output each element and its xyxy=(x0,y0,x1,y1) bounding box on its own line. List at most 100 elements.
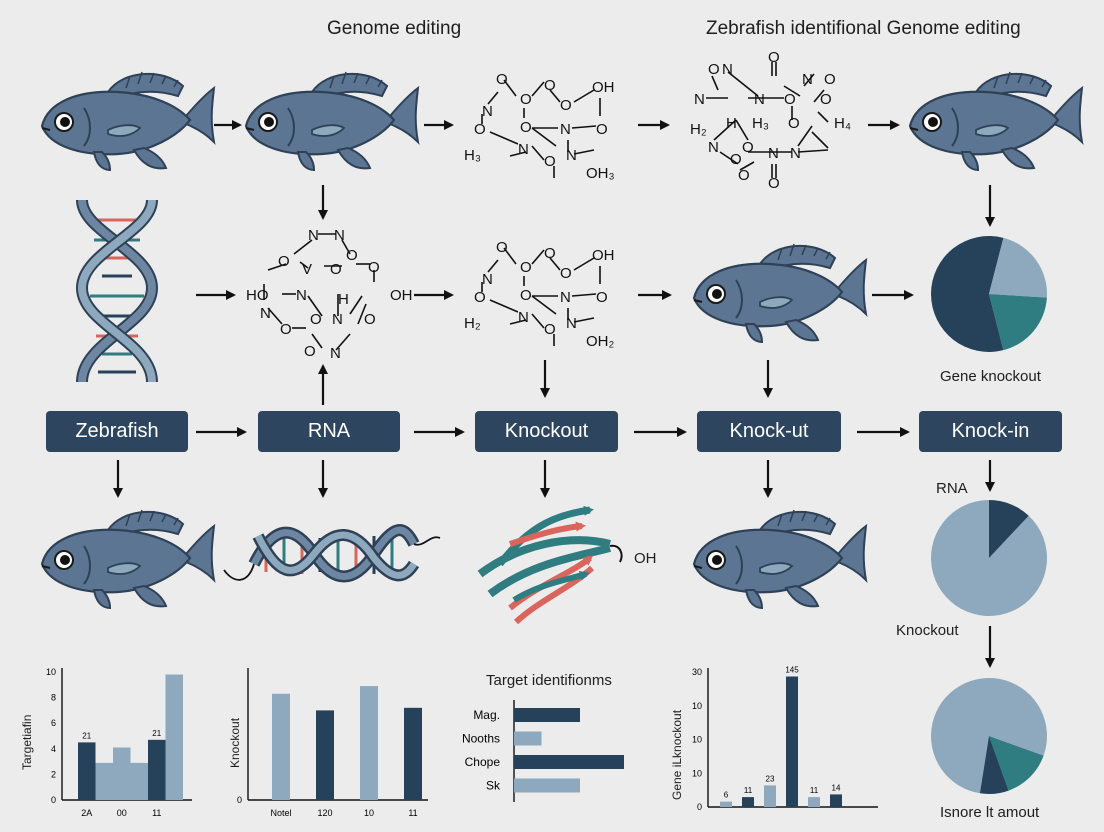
svg-text:O: O xyxy=(742,139,754,156)
svg-text:N: N xyxy=(560,121,571,138)
x-tick-label: 11 xyxy=(152,808,161,818)
svg-text:N: N xyxy=(482,271,493,288)
bar xyxy=(272,693,290,800)
bar xyxy=(764,785,776,807)
svg-text:H: H xyxy=(726,115,737,132)
data-label: 11 xyxy=(810,786,819,795)
svg-text:OH: OH xyxy=(592,247,615,264)
svg-text:O: O xyxy=(304,343,316,360)
svg-text:H₃: H₃ xyxy=(752,115,769,132)
svg-text:O: O xyxy=(738,167,750,184)
category-label: Nooths xyxy=(462,732,500,746)
pie-slice xyxy=(989,237,1047,298)
y-tick-label: 10 xyxy=(692,735,702,745)
oh-label: OH xyxy=(634,550,657,567)
svg-text:N: N xyxy=(754,91,765,108)
bar xyxy=(113,747,131,800)
bar xyxy=(514,755,624,769)
y-axis-label: Knockout xyxy=(228,717,242,768)
svg-text:O: O xyxy=(520,259,532,276)
svg-text:O: O xyxy=(310,311,322,328)
svg-text:N: N xyxy=(560,289,571,306)
y-tick-label: 6 xyxy=(51,718,56,728)
svg-text:N: N xyxy=(790,145,801,162)
molecule-diagram: O N O N O N O O N O N O O N N O O H₂ H H… xyxy=(690,49,851,192)
zebrafish-icon xyxy=(908,70,1084,172)
svg-text:H₂: H₂ xyxy=(690,121,707,138)
category-label: Chope xyxy=(465,755,501,769)
svg-text:O: O xyxy=(544,321,556,338)
svg-text:O: O xyxy=(278,253,290,270)
bar xyxy=(720,801,732,807)
svg-text:O: O xyxy=(330,261,342,278)
rna-strands-icon xyxy=(477,505,623,625)
svg-text:O: O xyxy=(496,239,508,256)
bar xyxy=(95,762,113,800)
zebrafish-icon xyxy=(692,508,868,610)
pie-slice xyxy=(931,678,1047,794)
svg-text:O: O xyxy=(544,245,556,262)
svg-text:N: N xyxy=(722,61,733,78)
molecule-diagram: O N O O OH O O O N O N O N OH₂ H₂ xyxy=(464,239,615,350)
box-knock-ut: Knock-ut xyxy=(697,411,841,452)
bar xyxy=(514,731,542,746)
svg-text:O: O xyxy=(730,151,742,168)
bar xyxy=(360,686,378,800)
x-tick-label: 2A xyxy=(81,808,92,818)
molecule-diagram: O N O O OH O O O N O N O N OH₃ H₃ xyxy=(464,71,615,182)
box-rna: RNA xyxy=(258,411,400,452)
svg-text:N: N xyxy=(768,145,779,162)
x-tick-label: 10 xyxy=(364,808,374,818)
pie-chart xyxy=(931,678,1047,794)
svg-text:N: N xyxy=(694,91,705,108)
label-isnore: Isnore lt amout xyxy=(940,804,1040,821)
pie-slice xyxy=(979,736,1009,794)
svg-text:O: O xyxy=(520,91,532,108)
y-axis-label: Targetiafin xyxy=(20,714,34,770)
category-label: Sk xyxy=(486,779,501,793)
svg-text:N: N xyxy=(308,227,319,244)
svg-text:O: O xyxy=(788,115,800,132)
y-tick-label: 0 xyxy=(697,802,702,812)
svg-text:N: N xyxy=(334,227,345,244)
data-label: 14 xyxy=(832,783,841,792)
bar xyxy=(514,778,580,793)
label-knockout: Knockout xyxy=(896,622,959,639)
svg-text:N: N xyxy=(296,287,307,304)
dna-helix-icon xyxy=(75,199,159,383)
svg-text:O: O xyxy=(596,121,608,138)
bar xyxy=(742,797,754,807)
svg-text:O: O xyxy=(820,91,832,108)
y-tick-label: 30 xyxy=(692,667,702,677)
svg-text:O: O xyxy=(768,49,780,66)
bar xyxy=(404,707,422,800)
bar xyxy=(316,710,334,800)
zebrafish-icon xyxy=(692,242,868,344)
x-tick-label: 120 xyxy=(317,808,332,818)
data-label: 145 xyxy=(785,666,799,675)
svg-text:N: N xyxy=(566,315,577,332)
svg-text:OH₂: OH₂ xyxy=(586,333,615,350)
svg-text:O: O xyxy=(544,153,556,170)
svg-text:O: O xyxy=(768,175,780,192)
svg-text:O: O xyxy=(708,61,720,78)
svg-text:V: V xyxy=(302,261,312,278)
svg-text:N: N xyxy=(330,345,341,362)
svg-text:O: O xyxy=(368,259,380,276)
svg-text:O: O xyxy=(364,311,376,328)
box-knockout: Knockout xyxy=(475,411,618,452)
category-label: Mag. xyxy=(473,708,500,722)
molecule-diagram: N N O V O O O HO N O N H O N O O OH N xyxy=(246,227,413,362)
box-zebrafish: Zebrafish xyxy=(46,411,188,452)
svg-text:OH₃: OH₃ xyxy=(586,165,615,182)
svg-text:O: O xyxy=(496,71,508,88)
svg-text:N: N xyxy=(332,311,343,328)
y-tick-label: 2 xyxy=(51,769,56,779)
svg-text:N: N xyxy=(482,103,493,120)
data-label: 21 xyxy=(82,731,91,740)
